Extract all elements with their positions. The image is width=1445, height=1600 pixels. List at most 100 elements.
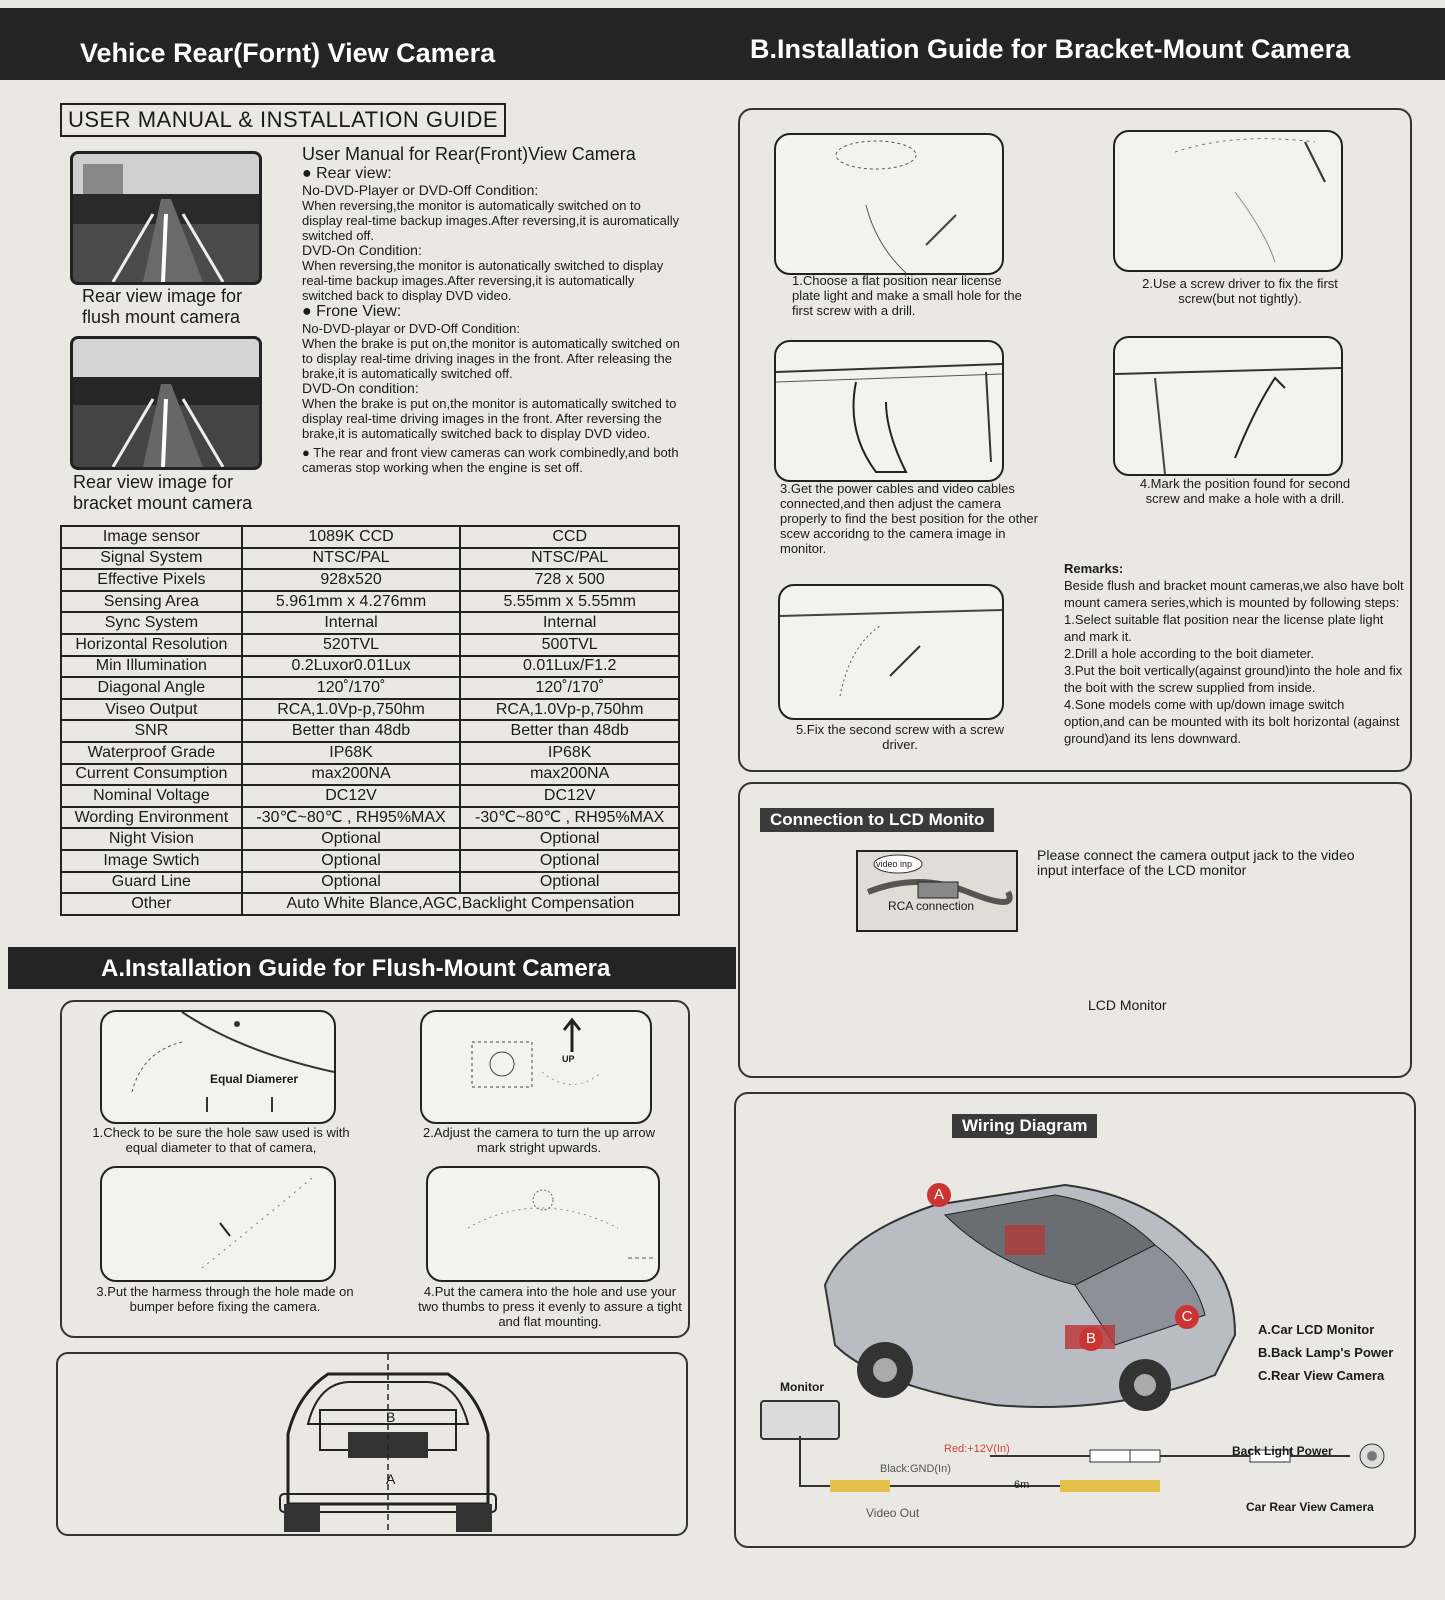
- right-title: B.Installation Guide for Bracket-Mount C…: [750, 34, 1351, 64]
- bracket-fig-1: [774, 133, 1004, 275]
- spec-value: 120˚/170˚: [459, 676, 680, 700]
- flush-fig-2: UP: [420, 1010, 652, 1124]
- bracket-step-3: 3.Get the power cables and video cables …: [780, 481, 1038, 556]
- bracket-step-2: 2.Use a screw driver to fix the first sc…: [1142, 276, 1338, 306]
- spec-value: Optional: [240, 827, 462, 851]
- legend-c: C.Rear View Camera: [1258, 1368, 1385, 1383]
- up-label: UP: [562, 1054, 575, 1064]
- car-illustration: A B C: [815, 1165, 1245, 1417]
- spec-label: Viseo Output: [60, 697, 243, 722]
- header-bar: Vehice Rear(Fornt) View Camera B.Install…: [0, 8, 1445, 80]
- flush-step-4: 4.Put the camera into the hole and use y…: [418, 1284, 682, 1329]
- spec-value: Optional: [240, 870, 462, 895]
- equal-diameter-label: Equal Diamerer: [210, 1072, 299, 1086]
- back-light-power-label: Back Light Power: [1232, 1444, 1333, 1458]
- spec-value: 5.961mm x 4.276mm: [240, 589, 462, 614]
- spec-value: 728 x 500: [459, 568, 680, 592]
- rear-camera-label: Car Rear View Camera: [1246, 1500, 1374, 1514]
- spec-value: 5.55mm x 5.55mm: [459, 589, 680, 614]
- left-title: Vehice Rear(Fornt) View Camera: [80, 38, 496, 68]
- spec-label: Wording Environment: [60, 805, 243, 830]
- spec-value: Auto White Blance,AGC,Backlight Compensa…: [240, 892, 681, 916]
- spec-label: Image sensor: [60, 525, 243, 549]
- spec-label: Current Consumption: [60, 762, 243, 787]
- bracket-step-1: 1.Choose a flat position near license pl…: [792, 273, 1022, 318]
- car-rear-panel: B A: [56, 1352, 688, 1536]
- wiring-cables: [799, 1436, 1385, 1492]
- connection-label: Connection to LCD Monito: [760, 808, 995, 832]
- user-manual-text: User Manual for Rear(Front)View Camera ●…: [302, 143, 682, 475]
- spec-value: -30℃~80℃ , RH95%MAX: [240, 805, 462, 830]
- wiring-mark-b: B: [1079, 1327, 1103, 1351]
- monitor-icon: [760, 1400, 840, 1440]
- wiring-mark-c: C: [1175, 1305, 1199, 1329]
- legend-b: B.Back Lamp's Power: [1258, 1345, 1394, 1360]
- spec-value: NTSC/PAL: [459, 546, 680, 571]
- flush-fig-4: [426, 1166, 660, 1282]
- connection-text: Please connect the camera output jack to…: [1037, 847, 1355, 878]
- wiring-panel: [734, 1092, 1416, 1548]
- spec-value: Internal: [459, 611, 680, 635]
- rca-connector-image: video inp RCA connection: [856, 850, 1018, 932]
- video-out-label: Video Out: [866, 1506, 920, 1520]
- flush-step-3: 3.Put the harmess through the hole made …: [96, 1284, 354, 1314]
- spec-value: 0.01Lux/F1.2: [459, 654, 680, 679]
- bracket-view-photo: [70, 336, 262, 470]
- red-wire-label: Red:+12V(In): [944, 1443, 1010, 1455]
- spec-value: IP68K: [459, 740, 680, 765]
- spec-value: Better than 48db: [240, 719, 462, 743]
- spec-value: NTSC/PAL: [240, 546, 462, 571]
- spec-value: max200NA: [459, 762, 680, 787]
- car-mark-a: A: [386, 1471, 396, 1487]
- bracket-fig-5: [778, 584, 1004, 720]
- legend-a: A.Car LCD Monitor: [1258, 1322, 1375, 1337]
- spec-value: Internal: [240, 611, 462, 635]
- spec-value: IP68K: [240, 740, 462, 765]
- spec-value: DC12V: [459, 784, 680, 808]
- bracket-remarks: Remarks: Beside flush and bracket mount …: [1064, 561, 1404, 746]
- spec-value: RCA,1.0Vp-p,750hm: [459, 697, 680, 722]
- bracket-step-5: 5.Fix the second screw with a screw driv…: [795, 722, 1005, 752]
- spec-label: Other: [60, 892, 243, 916]
- flush-caption: Rear view image for flush mount camera: [82, 286, 243, 327]
- spec-row: Wording Environment-30℃~80℃ , RH95%MAX-3…: [60, 805, 680, 830]
- bracket-steps-panel: [738, 108, 1412, 772]
- spec-value: 1089K CCD: [240, 525, 462, 549]
- cable-length-label: 6m: [1014, 1479, 1030, 1491]
- flush-section-bar: A.Installation Guide for Flush-Mount Cam…: [8, 947, 736, 989]
- flush-step-2: 2.Adjust the camera to turn the up arrow…: [423, 1125, 655, 1155]
- bracket-fig-3: [774, 340, 1004, 482]
- flush-fig-3: [100, 1166, 336, 1282]
- spec-value: 928x520: [240, 568, 462, 592]
- bracket-step-4: 4.Mark the position found for second scr…: [1139, 476, 1351, 506]
- black-wire-label: Black:GND(In): [880, 1463, 951, 1475]
- manual-title: User Manual for Rear(Front)View Camera: [302, 144, 636, 164]
- spec-label: Waterproof Grade: [60, 740, 243, 765]
- connection-panel: [738, 782, 1412, 1078]
- spec-label: Horizontal Resolution: [60, 632, 243, 657]
- spec-label: Effective Pixels: [60, 568, 243, 592]
- spec-label: Signal System: [60, 546, 243, 571]
- bracket-caption: Rear view image for bracket mount camera: [73, 472, 253, 513]
- spec-value: Optional: [240, 848, 462, 873]
- spec-label: SNR: [60, 719, 243, 743]
- spec-label: Guard Line: [60, 870, 243, 895]
- spec-value: Optional: [459, 827, 680, 851]
- lcd-monitor-label: LCD Monitor: [1088, 997, 1167, 1013]
- spec-label: Min Illumination: [60, 654, 243, 679]
- wiring-label: Wiring Diagram: [952, 1114, 1098, 1138]
- wiring-mark-a: A: [927, 1183, 951, 1207]
- spec-value: Optional: [459, 870, 680, 895]
